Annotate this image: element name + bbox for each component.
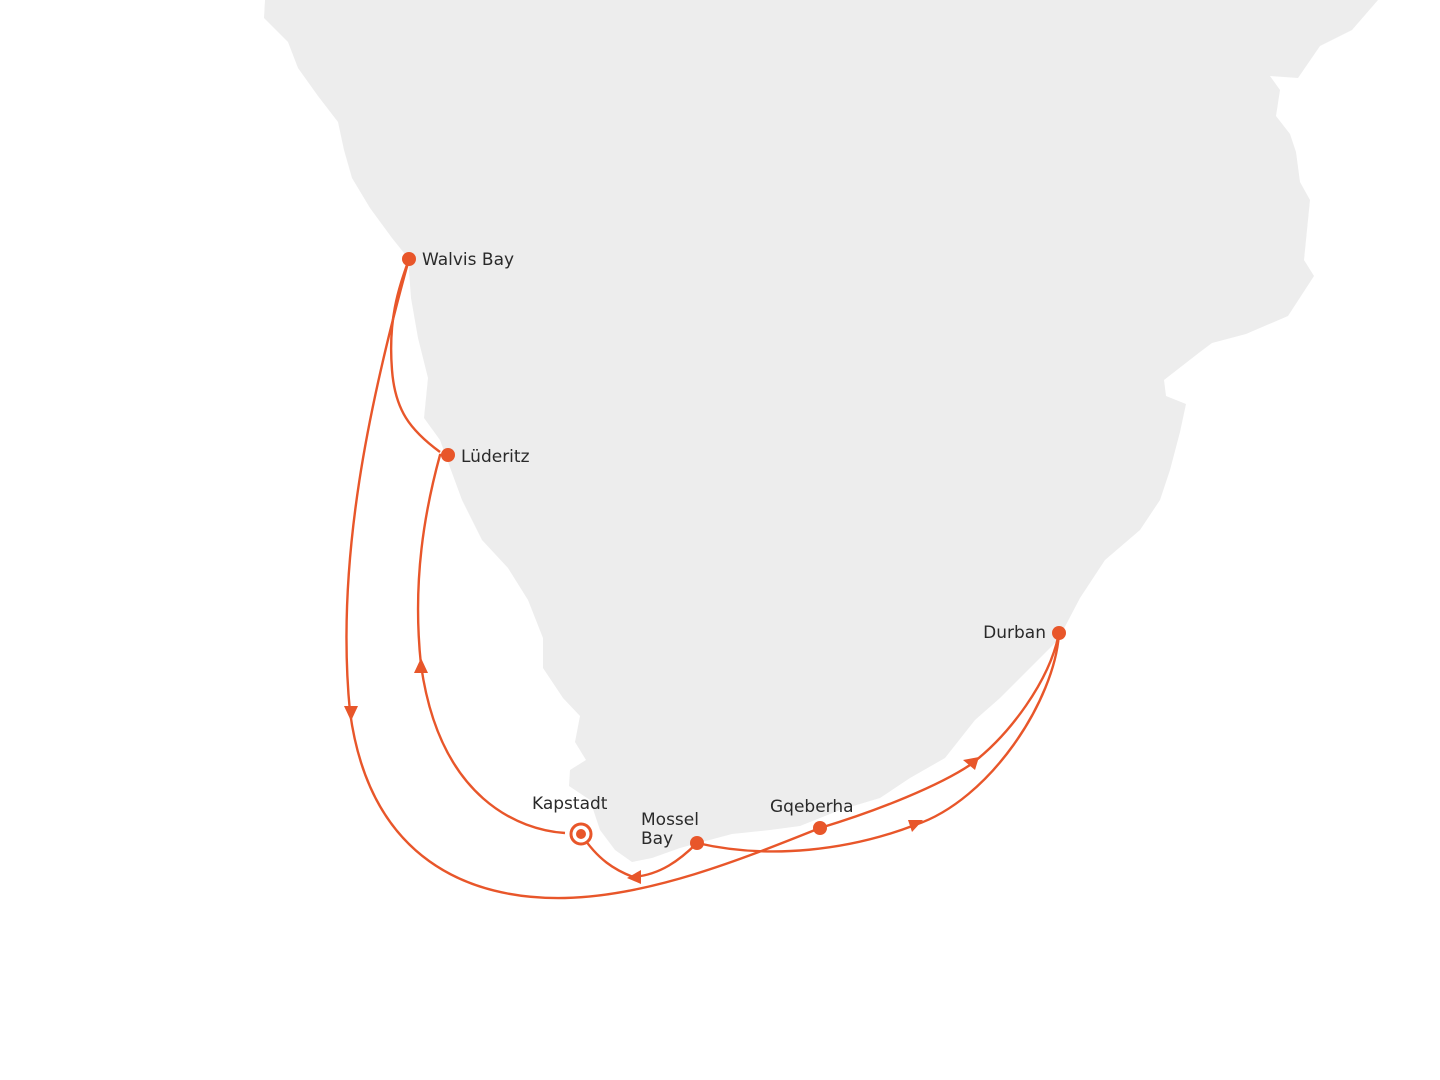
port-mossel-bay[interactable]: Mossel Bay (641, 810, 704, 850)
port-label: Lüderitz (461, 447, 530, 467)
port-gqeberha[interactable]: Gqeberha (770, 797, 854, 835)
direction-arrow-icon (627, 870, 641, 884)
route-walvis-bay-to-gqeberha (345, 258, 821, 900)
port-marker-icon (813, 821, 827, 835)
land-southern-africa (264, 0, 1378, 862)
port-label: Walvis Bay (422, 250, 514, 270)
route-luderitz-to-walvis-bay (389, 258, 441, 453)
port-walvis-bay[interactable]: Walvis Bay (402, 250, 514, 270)
port-label: Gqeberha (770, 797, 854, 817)
port-marker-icon (1052, 626, 1066, 640)
port-label-line1: Mossel (641, 810, 699, 830)
direction-arrow-icon (963, 757, 979, 770)
port-label: Durban (983, 623, 1046, 643)
port-marker-icon (402, 252, 416, 266)
port-kapstadt[interactable]: Kapstadt (532, 794, 608, 846)
direction-arrow-icon (908, 820, 923, 832)
port-label-line2: Bay (641, 829, 673, 849)
port-luderitz[interactable]: Lüderitz (441, 447, 530, 467)
home-port-center-icon (576, 829, 586, 839)
port-marker-icon (690, 836, 704, 850)
direction-arrow-icon (414, 658, 428, 673)
direction-arrow-icon (344, 706, 358, 721)
port-label: Kapstadt (532, 794, 608, 814)
port-durban[interactable]: Durban (983, 623, 1066, 643)
port-marker-icon (441, 448, 455, 462)
